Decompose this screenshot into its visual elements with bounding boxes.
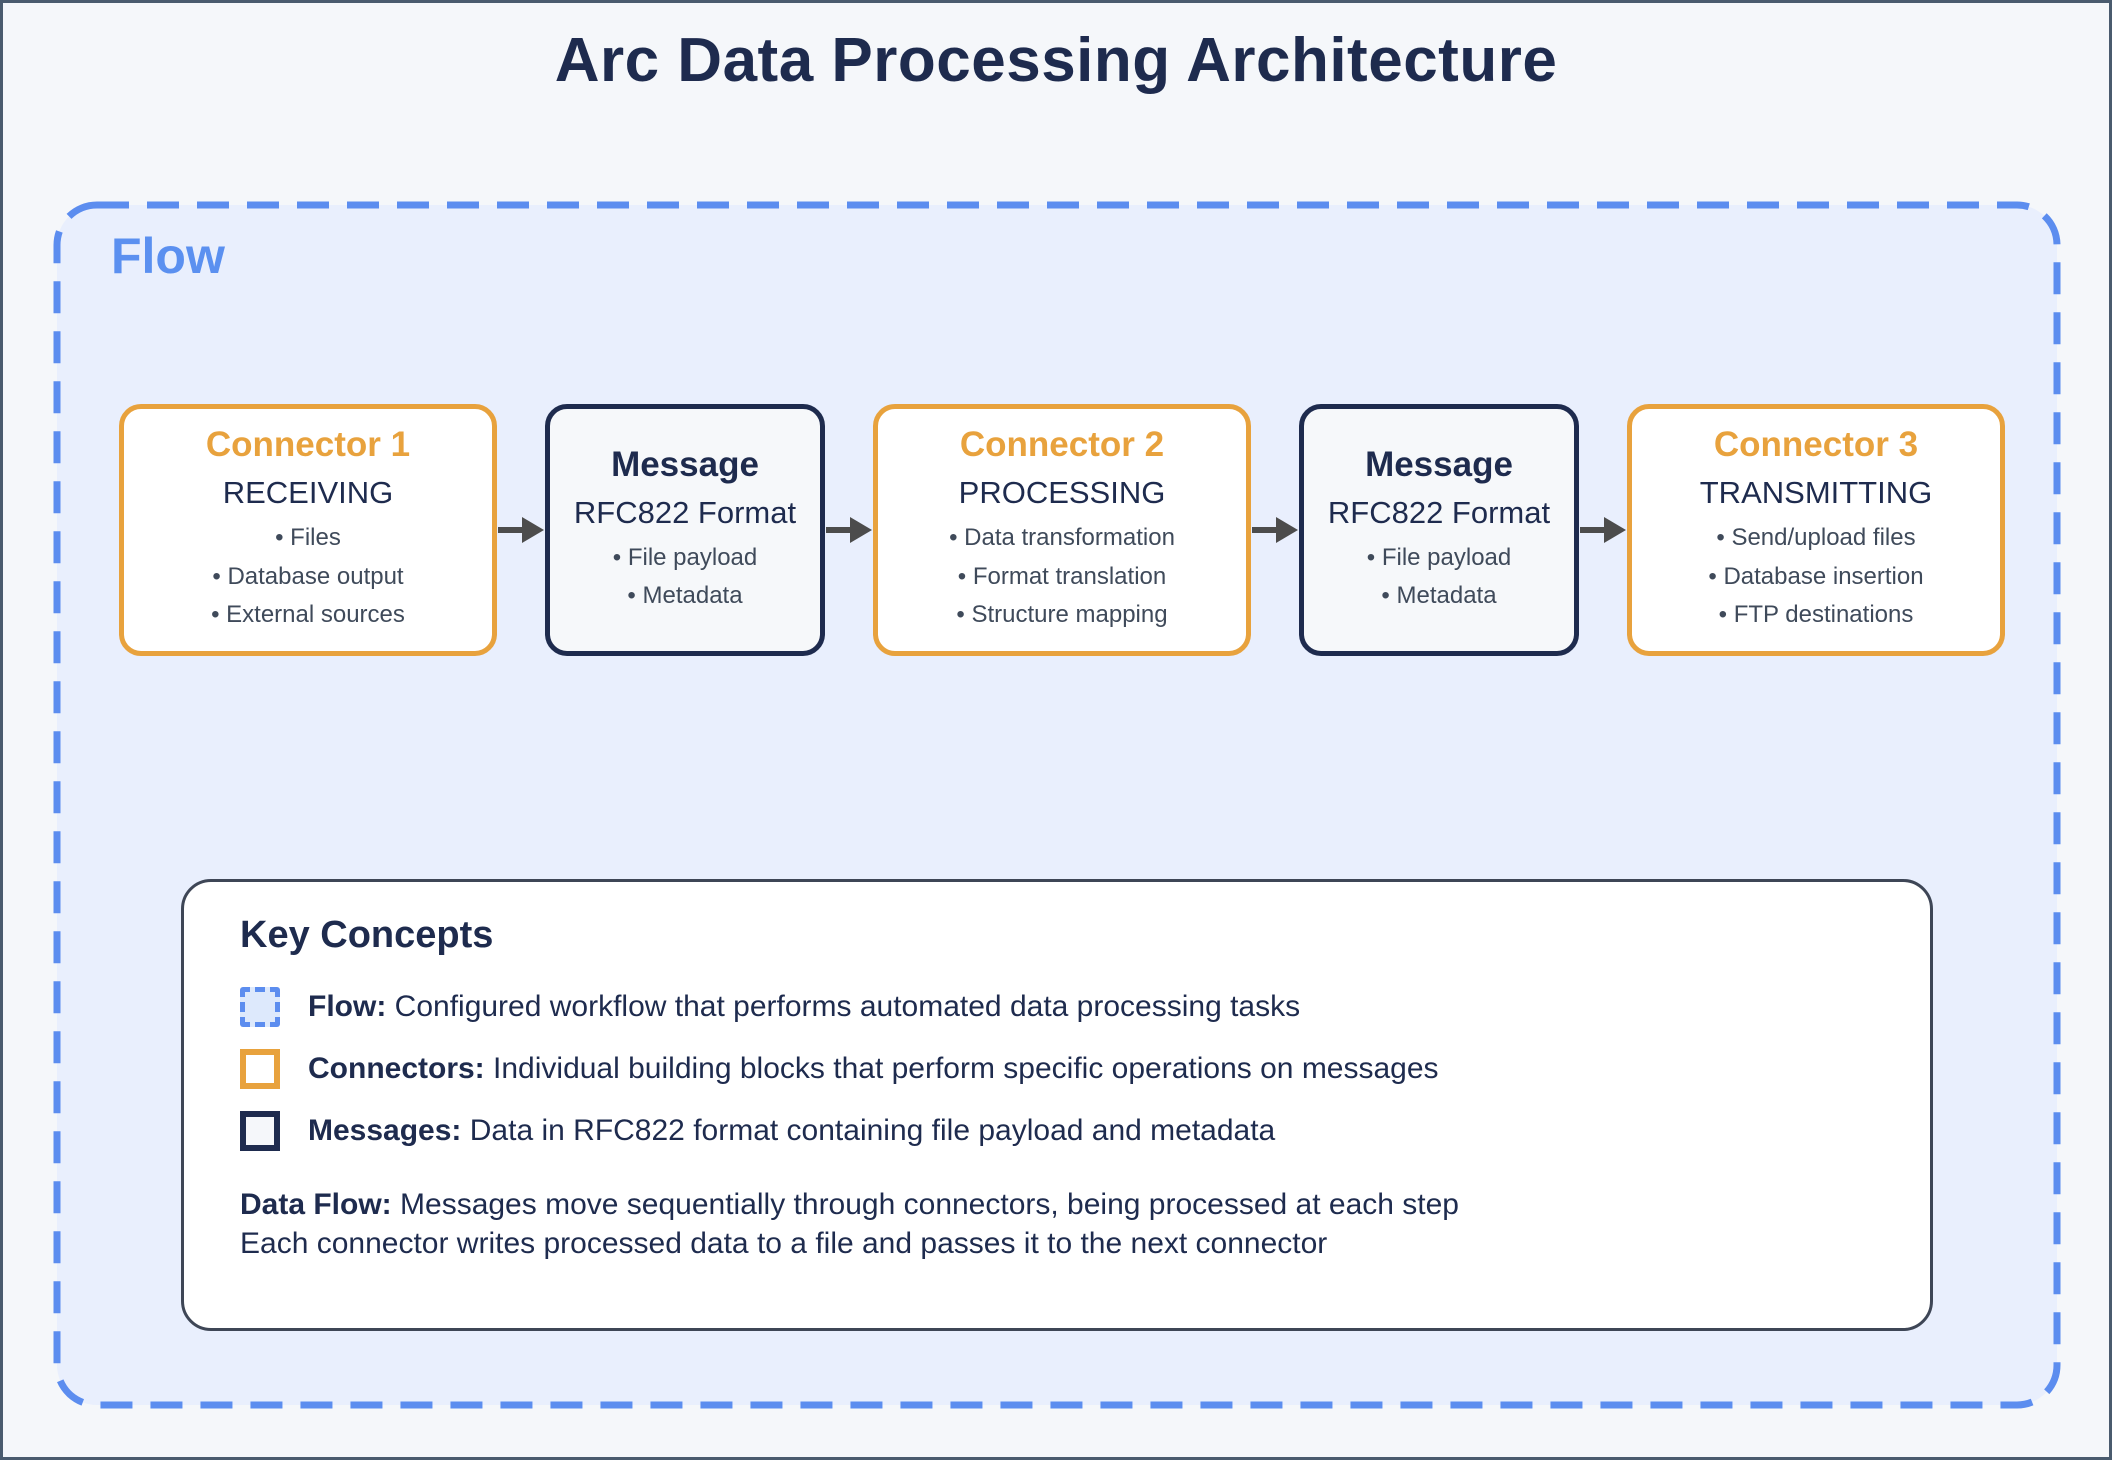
bullet-item: • Files [275, 524, 341, 552]
flow-swatch-icon [240, 987, 280, 1027]
connector-swatch-icon [240, 1049, 280, 1089]
legend-label: Messages: [308, 1114, 462, 1147]
bullet-item: • Data transformation [949, 524, 1175, 552]
arrow-right-icon [497, 404, 545, 656]
bullet-item: • FTP destinations [1718, 601, 1914, 629]
legend-row-flow: Flow: Configured workflow that performs … [240, 987, 1874, 1027]
message-1-title: Message [611, 444, 759, 484]
bullet-item: • External sources [211, 601, 405, 629]
data-flow-line-1: Data Flow: Messages move sequentially th… [240, 1188, 1459, 1221]
flow-container: Flow Connector 1 RECEIVING • Files • Dat… [53, 201, 2061, 1409]
bullet-item: • File payload [612, 543, 758, 571]
pipeline-row: Connector 1 RECEIVING • Files • Database… [119, 404, 2005, 656]
legend-description: Data in RFC822 format containing file pa… [469, 1114, 1276, 1147]
message-swatch-icon [240, 1111, 280, 1151]
legend-text-messages: Messages: Data in RFC822 format containi… [308, 1114, 1275, 1148]
legend-row-messages: Messages: Data in RFC822 format containi… [240, 1111, 1874, 1151]
message-2-box: Message RFC822 Format • File payload • M… [1299, 404, 1579, 656]
connector-1-bullets: • Files • Database output • External sou… [211, 519, 405, 634]
data-flow-note: Data Flow: Messages move sequentially th… [240, 1185, 1874, 1263]
key-concepts-panel: Key Concepts Flow: Configured workflow t… [181, 879, 1933, 1331]
bullet-item: • Format translation [957, 562, 1167, 590]
connector-2-subtitle: PROCESSING [958, 475, 1166, 511]
connector-1-box: Connector 1 RECEIVING • Files • Database… [119, 404, 497, 656]
connector-1-subtitle: RECEIVING [222, 475, 394, 511]
bullet-item: • Structure mapping [956, 601, 1168, 629]
flow-label: Flow [111, 228, 225, 284]
legend-description: Configured workflow that performs automa… [394, 990, 1301, 1023]
bullet-item: • Database output [212, 562, 404, 590]
legend-description: Individual building blocks that perform … [493, 1052, 1439, 1085]
key-concepts-heading: Key Concepts [240, 914, 494, 956]
legend-text-flow: Flow: Configured workflow that performs … [308, 990, 1300, 1024]
data-flow-label: Data Flow: [240, 1188, 392, 1221]
connector-2-title: Connector 2 [959, 425, 1165, 465]
bullet-item: • File payload [1366, 543, 1512, 571]
connector-3-subtitle: TRANSMITTING [1699, 475, 1933, 511]
data-flow-line-2: Each connector writes processed data to … [240, 1227, 1328, 1260]
arrow-right-icon [1579, 404, 1627, 656]
arrow-right-icon [825, 404, 873, 656]
message-1-subtitle: RFC822 Format [573, 494, 797, 530]
bullet-item: • Metadata [1381, 582, 1497, 609]
message-1-box: Message RFC822 Format • File payload • M… [545, 404, 825, 656]
message-1-bullets: • File payload • Metadata [613, 539, 757, 616]
connector-1-title: Connector 1 [205, 425, 411, 465]
message-2-bullets: • File payload • Metadata [1367, 539, 1511, 616]
connector-3-title: Connector 3 [1713, 425, 1919, 465]
legend-label: Connectors: [308, 1052, 485, 1085]
arrow-right-icon [1251, 404, 1299, 656]
legend-text-connectors: Connectors: Individual building blocks t… [308, 1052, 1439, 1086]
bullet-item: • Database insertion [1708, 562, 1924, 590]
connector-2-box: Connector 2 PROCESSING • Data transforma… [873, 404, 1251, 656]
bullet-item: • Metadata [627, 582, 743, 609]
message-2-subtitle: RFC822 Format [1327, 494, 1551, 530]
connector-2-bullets: • Data transformation • Format translati… [949, 519, 1175, 634]
connector-3-bullets: • Send/upload files • Database insertion… [1708, 519, 1923, 634]
bullet-item: • Send/upload files [1716, 524, 1916, 552]
message-2-title: Message [1365, 444, 1513, 484]
connector-3-box: Connector 3 TRANSMITTING • Send/upload f… [1627, 404, 2005, 656]
legend-row-connectors: Connectors: Individual building blocks t… [240, 1049, 1874, 1089]
page-title: Arc Data Processing Architecture [554, 26, 1558, 95]
legend-label: Flow: [308, 990, 387, 1023]
